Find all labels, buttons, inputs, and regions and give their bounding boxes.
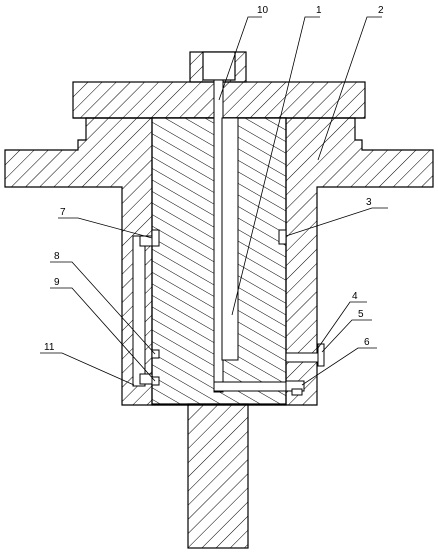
leader-5: [321, 319, 372, 353]
label-11: 11: [44, 342, 55, 353]
side-port: [285, 343, 325, 396]
leader-lines: [40, 16, 388, 386]
leader-3: [285, 207, 388, 237]
label-6: 6: [364, 337, 370, 348]
leader-8: [50, 261, 156, 355]
label-8: 8: [54, 251, 60, 262]
label-10: 10: [257, 5, 269, 16]
seal-7: [151, 229, 160, 247]
leader-10: [218, 16, 262, 101]
seal-3: [278, 229, 287, 245]
label-3: 3: [366, 197, 372, 208]
label-2: 2: [378, 5, 384, 16]
label-9: 9: [54, 277, 60, 288]
leader-6: [301, 347, 377, 386]
label-4: 4: [352, 291, 358, 302]
seal-9: [151, 376, 160, 386]
leader-9: [50, 287, 156, 382]
axial-channel: [213, 79, 287, 393]
left-side-channel: [132, 235, 155, 387]
leader-7: [58, 217, 153, 239]
label-7: 7: [60, 207, 66, 218]
part-labels: 10 1 2 7 3 8 9 11 4 5 6: [44, 5, 384, 353]
leader-2: [317, 16, 382, 161]
leader-1: [231, 16, 320, 316]
leader-4: [317, 301, 367, 349]
seal-8: [151, 349, 160, 359]
top-hub: [189, 51, 247, 83]
label-5: 5: [358, 309, 364, 320]
label-1: 1: [316, 5, 322, 16]
leader-11: [40, 352, 135, 386]
